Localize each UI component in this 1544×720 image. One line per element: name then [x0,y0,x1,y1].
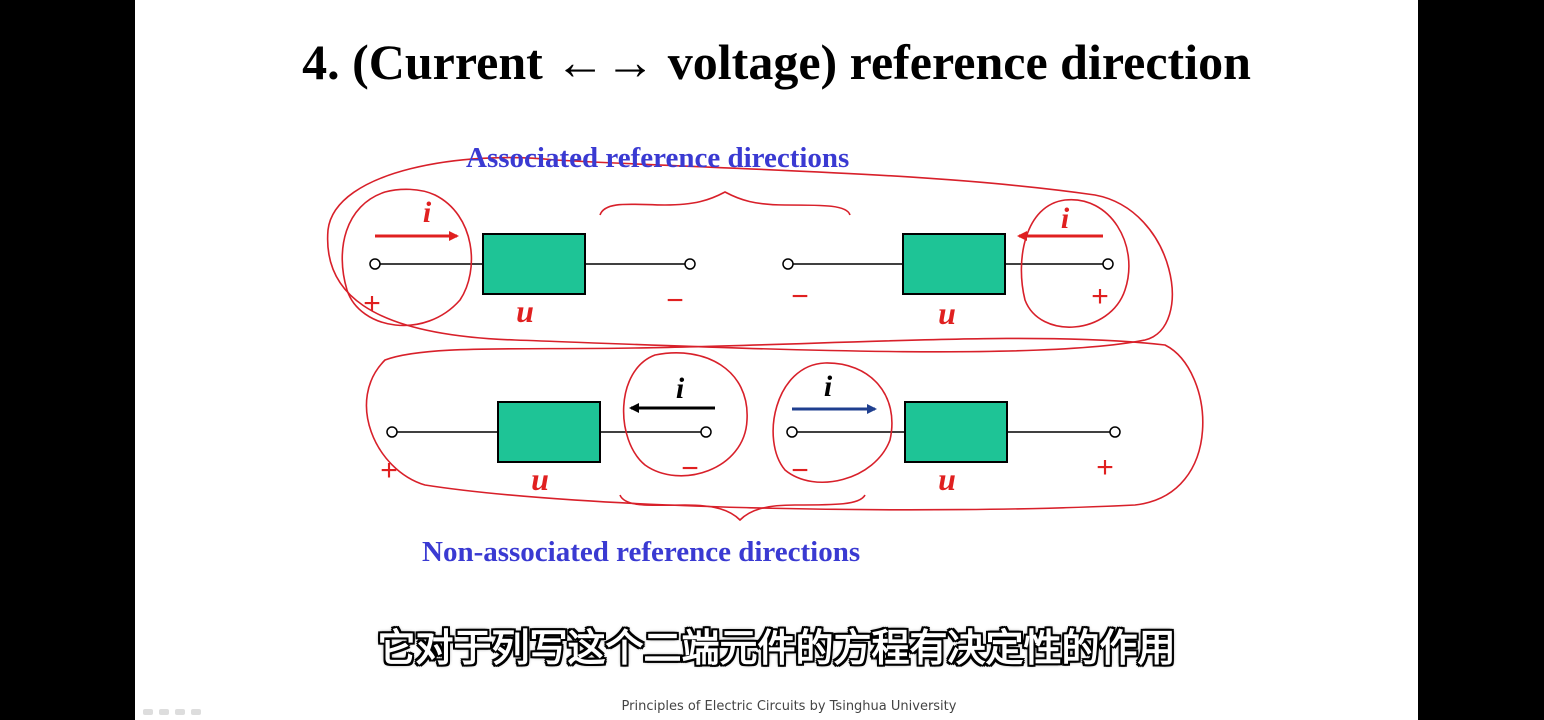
voltage-label: u [938,295,956,331]
circuit-4: i u − + [786,370,1121,497]
polarity-minus: − [791,454,809,487]
terminal [700,426,712,438]
current-label: i [423,196,432,229]
polarity-plus: + [380,454,398,487]
circle-left-terminal [341,188,473,327]
nav-dot[interactable] [159,709,169,715]
circle-blue-arrow [772,362,893,484]
slide-nav-controls[interactable] [143,702,207,720]
footer-credit: Principles of Electric Circuits by Tsing… [621,699,957,714]
handdrawn-annotations [326,156,1204,522]
left-letterbox [0,0,135,720]
terminal [684,258,696,270]
polarity-minus: − [791,280,809,313]
terminal [1102,258,1114,270]
two-terminal-element [497,401,601,463]
circuit-diagram: i u + − i u − + i u + [326,156,1204,522]
current-label: i [676,372,685,405]
nav-dot[interactable] [143,709,153,715]
nav-dot[interactable] [175,709,185,715]
terminal [782,258,794,270]
brace-bottom [619,494,866,522]
circle-black-arrow [622,352,748,477]
polarity-plus: + [363,287,381,320]
two-terminal-element [902,233,1006,295]
terminal [1109,426,1121,438]
circuit-3: i u + − [380,372,715,497]
right-letterbox [1418,0,1544,720]
polarity-plus: + [1096,451,1114,484]
circuit-1: i u + − [363,196,696,329]
polarity-minus: − [666,284,684,317]
polarity-minus: − [681,452,699,485]
nav-dot[interactable] [191,709,201,715]
associated-label: Associated reference directions [466,142,850,174]
video-subtitle: 它对于列写这个二端元件的方程有决定性的作用 [377,626,1176,670]
polarity-plus: + [1091,280,1109,313]
voltage-label: u [531,461,549,497]
terminal [386,426,398,438]
two-terminal-element [904,401,1008,463]
voltage-label: u [938,461,956,497]
associated-ellipse [326,156,1174,353]
circle-right-terminal [1020,198,1130,328]
slide: 4. (Current ←→ voltage) reference direct… [135,0,1418,720]
slide-title: 4. (Current ←→ voltage) reference direct… [302,34,1251,90]
non-associated-label: Non-associated reference directions [422,536,861,568]
non-associated-ellipse [365,337,1204,511]
voltage-label: u [516,293,534,329]
two-terminal-element [482,233,586,295]
terminal [369,258,381,270]
circuit-2: i u − + [782,202,1114,331]
terminal [786,426,798,438]
current-label: i [1061,202,1070,235]
current-label: i [824,370,833,403]
brace-top [599,191,851,216]
